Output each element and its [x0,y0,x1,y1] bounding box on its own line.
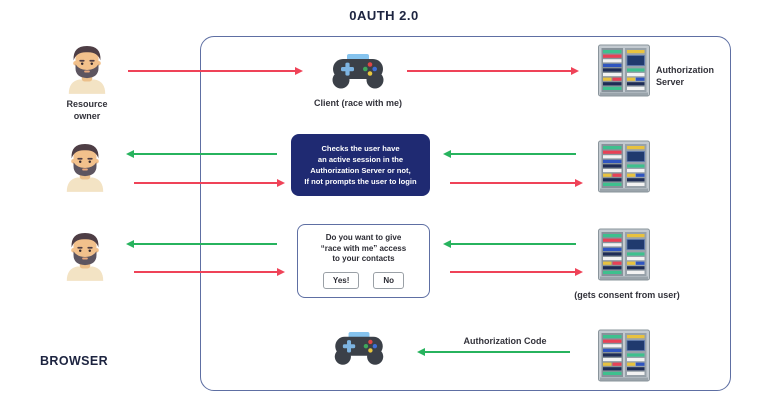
session-check-box: Checks the user have an active session i… [291,134,430,196]
resource-owner-label-line2: owner [73,111,101,121]
authorization-server-label-line1: Authorization [656,65,714,75]
resource-owner-avatar-3 [62,230,108,282]
page-title: 0AUTH 2.0 [349,8,419,23]
consent-dialog-line2: “race with me” access [320,243,407,253]
browser-label: BROWSER [40,354,109,368]
arrow-dialog-to-owner [126,240,277,248]
arrow-owner-to-session [134,179,285,187]
session-check-line1: Checks the user have [321,144,400,153]
arrow-owner-to-client [128,67,303,75]
no-button[interactable]: No [373,271,405,289]
client-label: Client (race with me) [313,98,403,108]
resource-owner-label: Resource owner [40,98,134,122]
session-check-line2: an active session in the [317,155,404,164]
yes-button[interactable]: Yes! [322,271,360,289]
arrow-authorization-code [417,348,570,356]
consent-dialog-line1: Do you want to give [325,233,402,243]
session-check-line3: Authorization Server or not, [310,166,411,175]
arrow-client-to-server [407,67,579,75]
arrow-session-to-owner [126,150,277,158]
client-gamepad-icon-bottom [332,331,386,369]
resource-owner-avatar-2 [62,141,108,193]
resource-owner-label-line1: Resource [66,99,108,109]
authorization-server-icon-2 [598,140,650,194]
arrow-session-to-server [450,179,583,187]
authorization-code-label: Authorization Code [463,336,547,346]
consent-dialog-text: Do you want to give “race with me” acces… [321,233,406,265]
consent-dialog: Do you want to give “race with me” acces… [297,224,430,298]
arrow-server-to-dialog [443,240,576,248]
arrow-server-to-session [443,150,576,158]
authorization-server-icon-3 [598,228,650,282]
authorization-server-label-line2: Server [656,77,685,87]
client-gamepad-icon [330,53,386,93]
authorization-server-icon-4 [598,329,650,383]
resource-owner-avatar [64,44,110,94]
arrow-owner-to-dialog [134,268,285,276]
consent-note: (gets consent from user) [574,290,680,300]
session-check-line4: If not prompts the user to login [304,177,417,186]
consent-dialog-line3: to your contacts [332,254,395,264]
arrow-dialog-to-server [450,268,583,276]
consent-dialog-buttons: Yes! No [322,271,405,289]
authorization-server-icon-1 [598,44,650,98]
authorization-server-label: Authorization Server [656,64,726,88]
